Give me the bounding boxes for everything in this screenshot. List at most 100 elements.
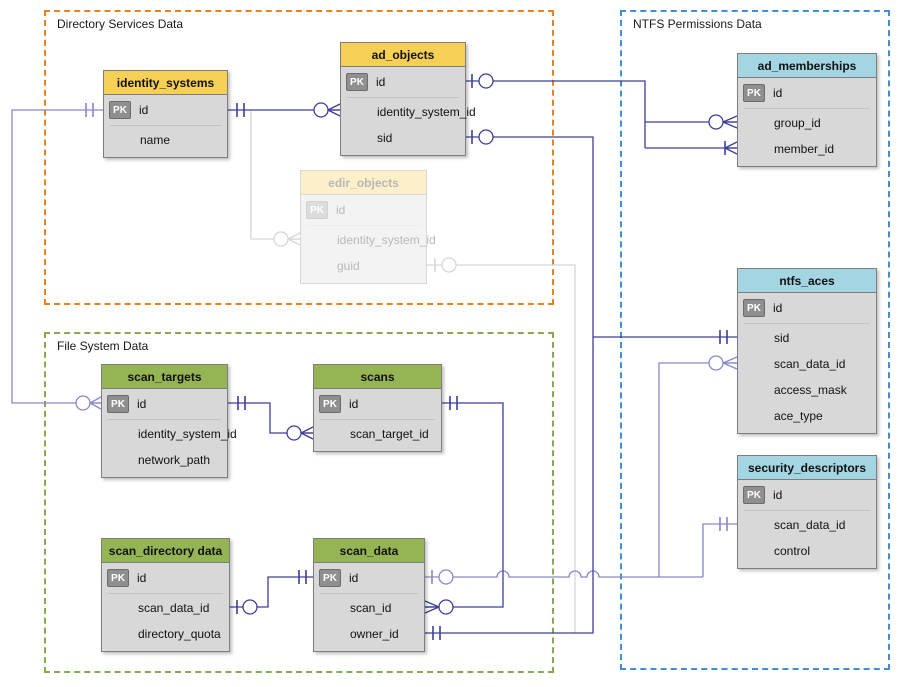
- field-row-name: name: [104, 127, 227, 153]
- field-name: guid: [337, 259, 360, 273]
- field-name: scan_data_id: [774, 518, 846, 532]
- table-title[interactable]: edir_objects: [301, 171, 426, 195]
- table-title[interactable]: ad_objects: [341, 43, 465, 67]
- field-row-sid: sid: [738, 325, 876, 351]
- field-row-sid: sid: [341, 125, 465, 151]
- rel-ad-objects-sid-net: [425, 129, 737, 640]
- pk-separator: [347, 97, 459, 98]
- table-title[interactable]: ad_memberships: [738, 54, 876, 78]
- field-row-identity-system-id: identity_system_id: [301, 227, 436, 253]
- field-row-id: PK id: [314, 389, 441, 419]
- field-name: network_path: [138, 453, 211, 467]
- table-title[interactable]: scans: [314, 365, 441, 389]
- rel-identity-systems-to-scan-targets: [11, 103, 103, 411]
- field-name: ace_type: [774, 409, 823, 423]
- pk-badge: PK: [109, 101, 131, 119]
- field-name: member_id: [774, 142, 835, 156]
- field-row-access-mask: access_mask: [738, 377, 876, 403]
- rel-identity-systems-to-ad-objects: [228, 102, 341, 118]
- field-row-owner-id: owner_id: [314, 621, 424, 647]
- field-row-member-id: member_id: [738, 136, 876, 162]
- table-title[interactable]: scan_targets: [102, 365, 227, 389]
- group-label-file-system: File System Data: [57, 339, 149, 353]
- file-system-group: [44, 332, 554, 673]
- ntfs-permissions-group: [620, 10, 890, 670]
- field-name: name: [140, 133, 171, 147]
- pk-separator: [110, 125, 221, 126]
- pk-separator: [320, 593, 418, 594]
- pk-separator: [320, 419, 435, 420]
- field-name: scan_data_id: [138, 601, 210, 615]
- field-name: id: [349, 397, 359, 411]
- pk-separator: [108, 419, 221, 420]
- rel-edir-objects-guid-to-scan-data-owner: [427, 257, 576, 633]
- table-title[interactable]: scan_data: [314, 539, 424, 563]
- rel-scan-data-id-net: [425, 355, 738, 585]
- table-title[interactable]: scan_directory data: [102, 539, 229, 563]
- field-row-group-id: group_id: [738, 110, 876, 136]
- field-name: id: [773, 86, 783, 100]
- field-name: id: [773, 301, 783, 315]
- field-name: identity_system_id: [337, 233, 436, 247]
- pk-separator: [744, 323, 870, 324]
- pk-separator: [744, 510, 870, 511]
- pk-separator: [108, 593, 223, 594]
- table-title[interactable]: ntfs_aces: [738, 269, 876, 293]
- field-name: sid: [377, 131, 393, 145]
- field-row-control: control: [738, 538, 876, 564]
- pk-badge: PK: [743, 486, 765, 504]
- pk-badge: PK: [743, 299, 765, 317]
- rel-scan-directory-data-to-scan-data: [230, 570, 313, 615]
- rel-scan-targets-to-scans: [228, 396, 314, 441]
- pk-badge: PK: [346, 73, 368, 91]
- field-name: id: [139, 103, 149, 117]
- field-name: identity_system_id: [377, 105, 476, 119]
- field-name: group_id: [774, 116, 821, 130]
- field-row-scan-data-id: scan_data_id: [738, 351, 876, 377]
- field-name: scan_target_id: [350, 427, 429, 441]
- rel-ad-objects-to-ad-memberships: [466, 73, 738, 155]
- field-name: access_mask: [774, 383, 847, 397]
- field-name: id: [137, 397, 147, 411]
- field-name: id: [137, 571, 147, 585]
- table-title[interactable]: security_descriptors: [738, 456, 876, 480]
- pk-badge: PK: [319, 395, 341, 413]
- field-row-guid: guid: [301, 253, 426, 279]
- field-row-scan-data-id: scan_data_id: [738, 512, 876, 538]
- table-title[interactable]: identity_systems: [104, 71, 227, 95]
- field-row-identity-system-id: identity_system_id: [341, 99, 476, 125]
- group-label-ntfs-permissions: NTFS Permissions Data: [633, 17, 762, 31]
- pk-separator: [744, 108, 870, 109]
- field-row-network-path: network_path: [102, 447, 227, 473]
- pk-badge: PK: [306, 201, 328, 219]
- field-name: id: [349, 571, 359, 585]
- field-row-scan-target-id: scan_target_id: [314, 421, 441, 447]
- field-name: identity_system_id: [138, 427, 237, 441]
- field-row-id: PK id: [738, 480, 876, 510]
- field-name: scan_data_id: [774, 357, 846, 371]
- pk-separator: [307, 225, 420, 226]
- field-name: id: [773, 488, 783, 502]
- field-name: directory_quota: [138, 627, 221, 641]
- field-name: owner_id: [350, 627, 399, 641]
- field-name: id: [336, 203, 346, 217]
- field-row-ace-type: ace_type: [738, 403, 876, 429]
- rel-identity-systems-to-edir-objects: [250, 110, 301, 247]
